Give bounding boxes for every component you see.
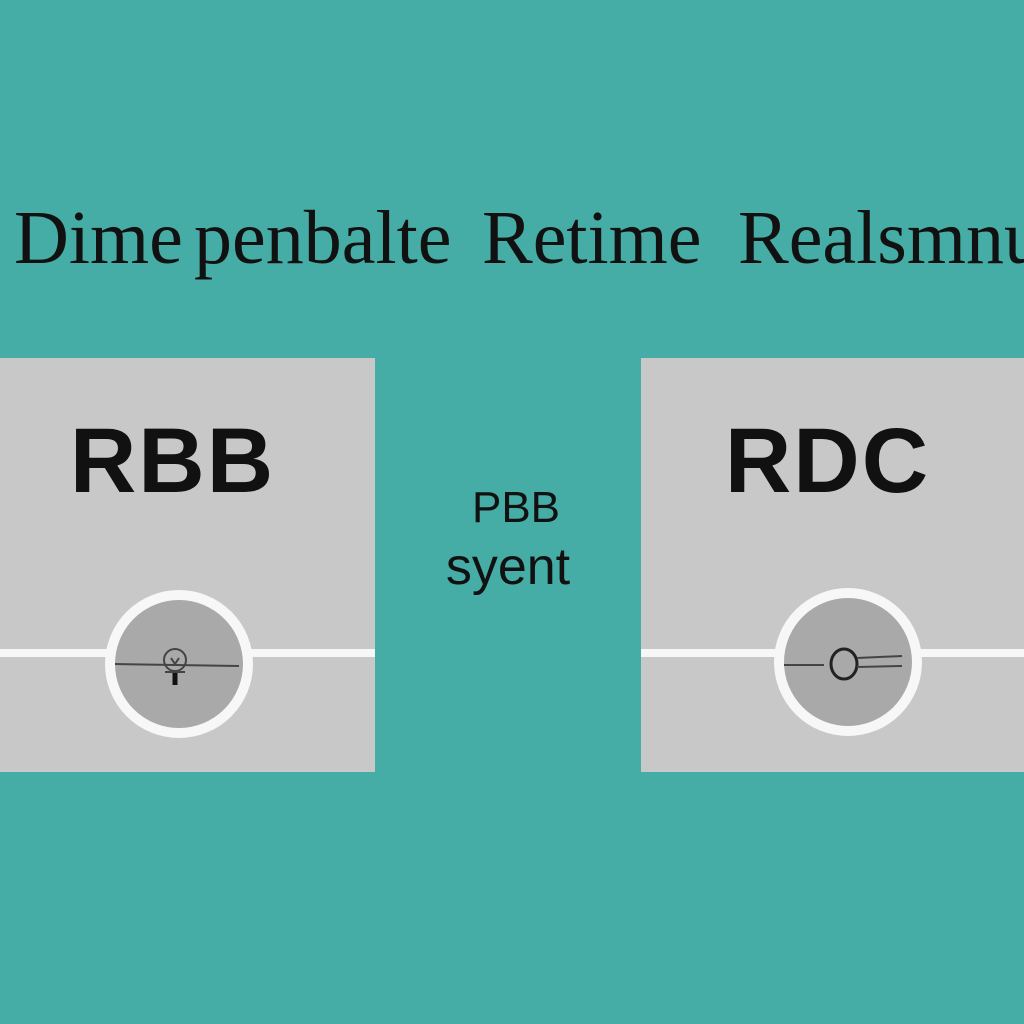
center-label-line-2: syent [445,538,571,596]
left-panel-label: RBB [69,410,276,512]
left-panel: RBB [0,358,375,772]
left-node [105,590,253,738]
right-node [774,588,922,736]
right-panel: RDC [641,358,1024,772]
center-label-line-1: PBB [471,483,561,532]
title-word-4: Realsmnu [738,196,1024,280]
title-word-3: Retime [482,196,702,280]
title-word-1: Dime [14,196,183,280]
diagram-title: Dime penbalte Retime Realsmnu [0,188,1024,288]
title-word-2: penbalte [194,196,452,280]
right-panel-label: RDC [724,410,931,512]
gauge-icon [115,648,240,685]
ring-icon [784,647,903,681]
